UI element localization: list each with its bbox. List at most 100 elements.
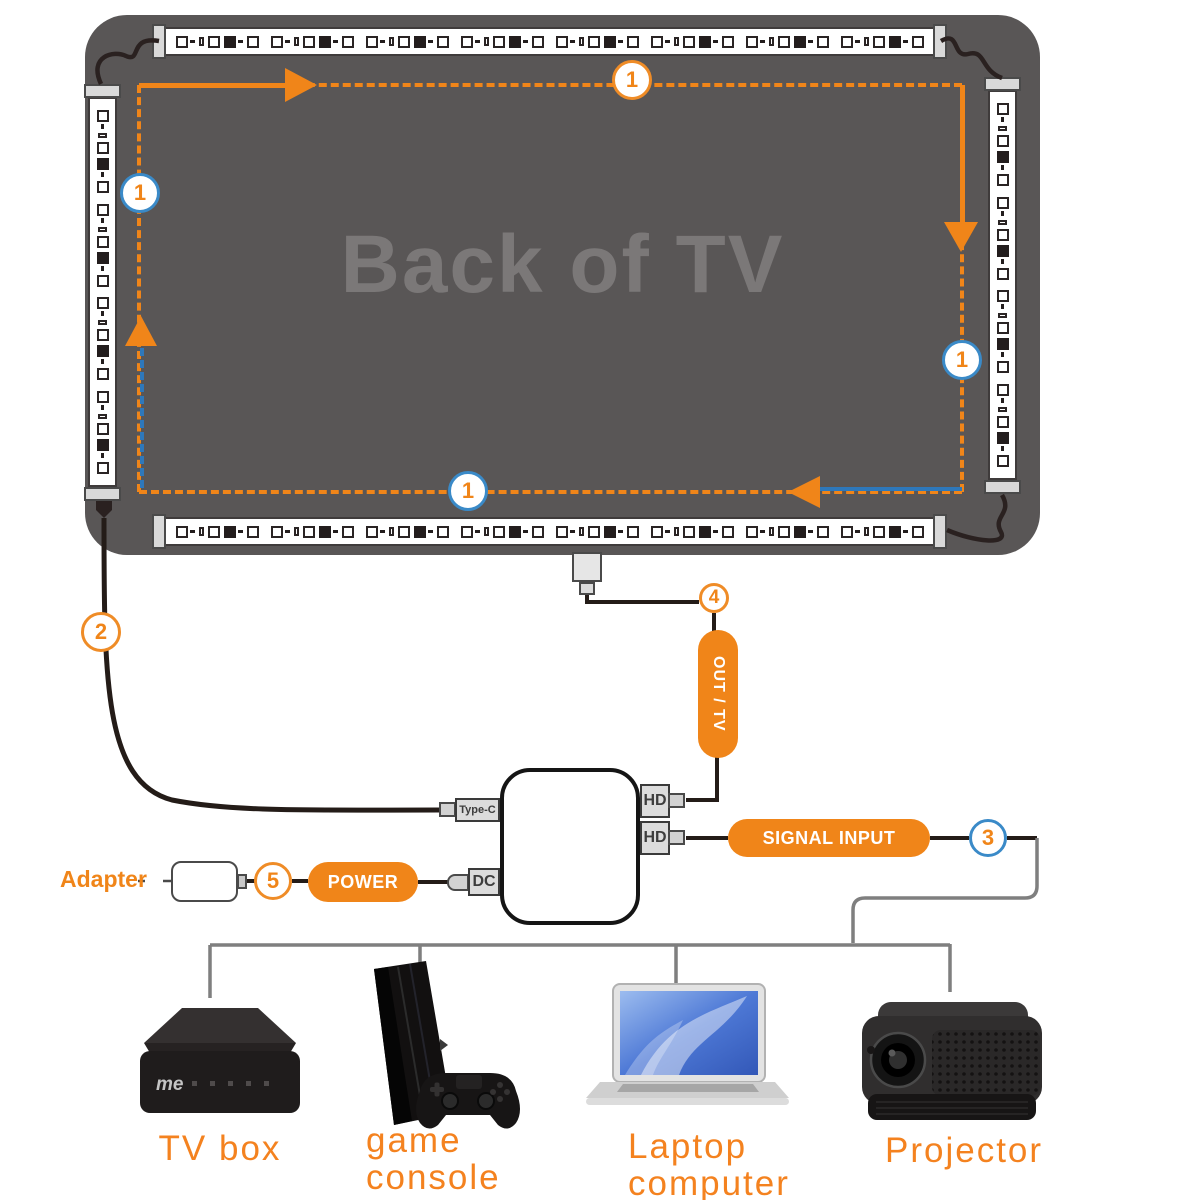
led-chip bbox=[604, 525, 616, 538]
laptop-label: Laptop computer bbox=[628, 1128, 790, 1200]
led-element bbox=[96, 274, 109, 287]
led-element bbox=[208, 525, 220, 538]
led-element bbox=[903, 530, 908, 533]
led-element bbox=[176, 525, 188, 538]
laptop-base bbox=[586, 1098, 789, 1105]
led-element bbox=[484, 37, 489, 46]
led-segment bbox=[366, 35, 449, 48]
projector-grille bbox=[932, 1030, 1040, 1096]
cable-strip-to-typec bbox=[101, 517, 441, 813]
console-stripe bbox=[374, 967, 412, 1125]
led-chip bbox=[96, 251, 109, 264]
led-element bbox=[778, 35, 790, 48]
led-element bbox=[366, 35, 378, 48]
led-element bbox=[523, 40, 528, 43]
led-element bbox=[199, 37, 204, 46]
strip-cap bbox=[933, 514, 947, 549]
led-element bbox=[190, 530, 195, 533]
led-element bbox=[713, 530, 718, 533]
led-element bbox=[96, 203, 109, 216]
led-element bbox=[437, 525, 449, 538]
led-element bbox=[96, 423, 109, 436]
led-segment bbox=[176, 525, 259, 538]
guide-right-solid bbox=[960, 85, 965, 225]
led-element bbox=[342, 525, 354, 538]
led-element bbox=[98, 414, 107, 420]
led-element bbox=[556, 35, 568, 48]
led-chip bbox=[996, 244, 1009, 257]
strip-cap bbox=[933, 24, 947, 59]
guide-right-dashed bbox=[960, 85, 964, 492]
strip-output-pin bbox=[579, 582, 595, 595]
led-element bbox=[808, 530, 813, 533]
led-element bbox=[101, 359, 104, 365]
led-chip bbox=[224, 35, 236, 48]
led-segment bbox=[271, 35, 354, 48]
led-element bbox=[101, 311, 104, 317]
led-segment bbox=[556, 525, 639, 538]
led-strip-left bbox=[88, 97, 117, 487]
led-element bbox=[398, 35, 410, 48]
led-element bbox=[996, 455, 1009, 468]
led-element bbox=[238, 530, 243, 533]
led-element bbox=[1001, 304, 1004, 310]
step-badge-5: 5 bbox=[254, 862, 292, 900]
led-element bbox=[96, 391, 109, 404]
led-element bbox=[627, 525, 639, 538]
step-badge-3: 3 bbox=[969, 819, 1007, 857]
led-element bbox=[864, 37, 869, 46]
led-element bbox=[1001, 352, 1004, 358]
step-badge-1-right: 1 bbox=[942, 340, 982, 380]
led-element bbox=[618, 530, 623, 533]
led-element bbox=[996, 134, 1009, 147]
led-element bbox=[176, 35, 188, 48]
led-element bbox=[98, 132, 107, 138]
led-element bbox=[208, 35, 220, 48]
typec-port: Type-C bbox=[455, 798, 500, 822]
led-element bbox=[841, 525, 853, 538]
projector-base-vents bbox=[876, 1101, 1028, 1115]
cable-signal-drop bbox=[851, 838, 1039, 943]
led-chip bbox=[996, 432, 1009, 445]
led-element bbox=[808, 40, 813, 43]
step-badge-1-top: 1 bbox=[612, 60, 652, 100]
led-element bbox=[1001, 210, 1004, 216]
led-element bbox=[428, 530, 433, 533]
led-element bbox=[294, 37, 299, 46]
strip-output-connector bbox=[572, 552, 602, 582]
led-chip bbox=[319, 35, 331, 48]
led-element bbox=[651, 525, 663, 538]
led-element bbox=[101, 453, 104, 459]
led-element bbox=[1001, 446, 1004, 452]
cable-power-chain bbox=[246, 879, 448, 884]
led-segment bbox=[96, 391, 109, 475]
step-number: 5 bbox=[266, 868, 280, 893]
led-element bbox=[579, 527, 584, 536]
led-element bbox=[996, 290, 1009, 303]
led-segment bbox=[96, 109, 109, 193]
step-number: 4 bbox=[708, 587, 720, 608]
led-element bbox=[238, 40, 243, 43]
led-segment bbox=[651, 525, 734, 538]
led-element bbox=[461, 35, 473, 48]
led-element bbox=[428, 40, 433, 43]
label-line: console bbox=[366, 1158, 501, 1197]
laptop-image bbox=[586, 983, 789, 1105]
led-element bbox=[760, 530, 765, 533]
led-element bbox=[437, 35, 449, 48]
led-chip bbox=[96, 345, 109, 358]
step-badge-4: 4 bbox=[699, 583, 729, 613]
led-element bbox=[380, 530, 385, 533]
led-element bbox=[96, 368, 109, 381]
led-strip-right bbox=[988, 90, 1017, 480]
led-element bbox=[247, 525, 259, 538]
led-element bbox=[996, 173, 1009, 186]
led-element bbox=[996, 102, 1009, 115]
led-segment bbox=[461, 35, 544, 48]
guide-top-solid bbox=[139, 83, 287, 88]
led-element bbox=[998, 219, 1007, 225]
led-element bbox=[855, 530, 860, 533]
led-element bbox=[996, 384, 1009, 397]
led-element bbox=[101, 171, 104, 177]
led-element bbox=[996, 228, 1009, 241]
